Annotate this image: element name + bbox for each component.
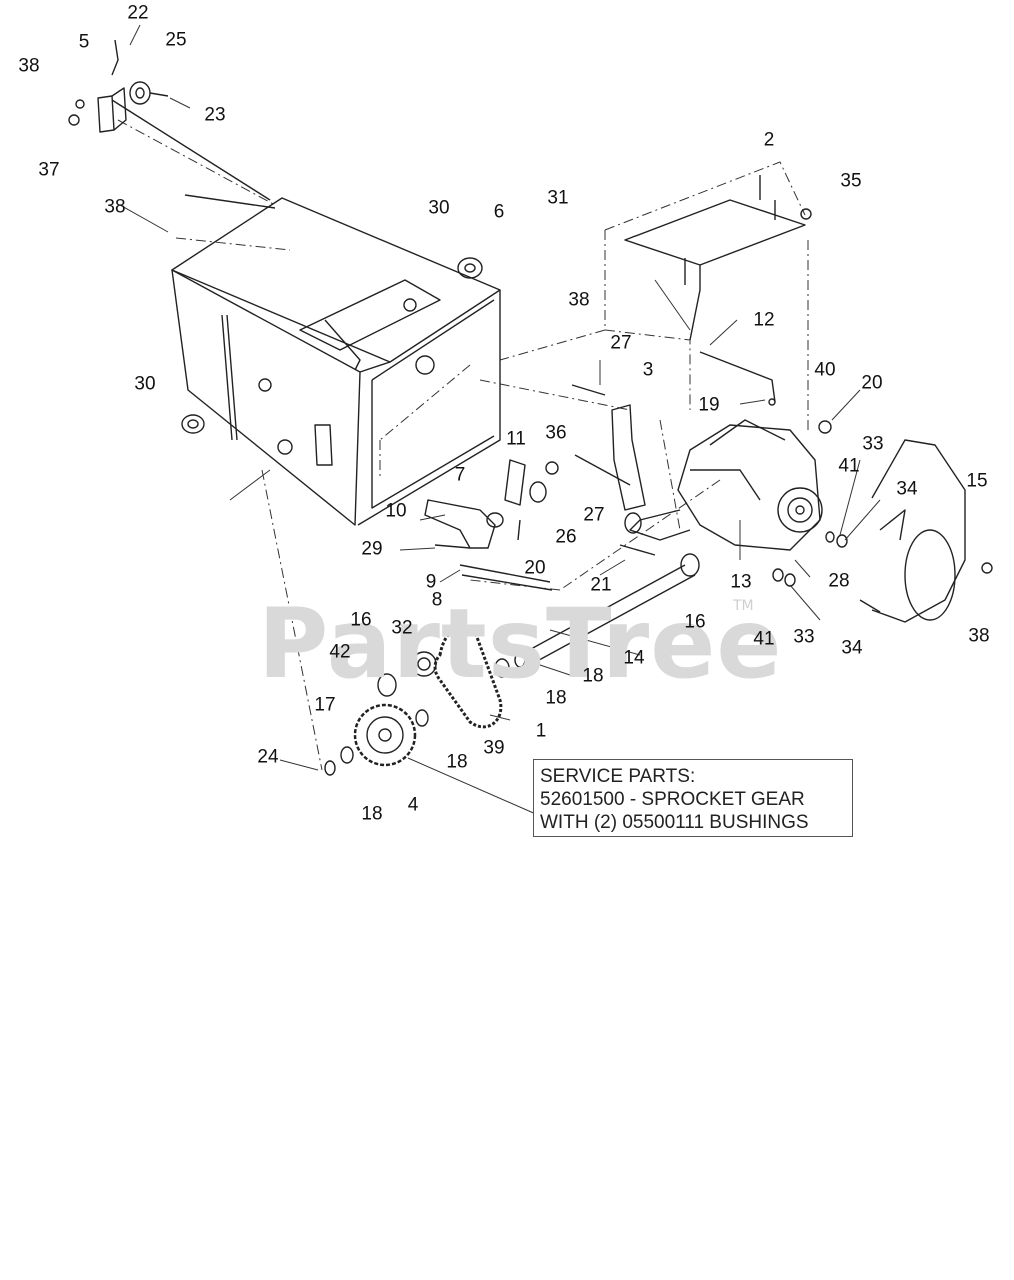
callout-20: 20 bbox=[524, 557, 546, 579]
callout-16: 16 bbox=[350, 609, 372, 631]
callout-34: 34 bbox=[841, 637, 863, 659]
callout-7: 7 bbox=[454, 464, 466, 486]
callout-38: 38 bbox=[104, 196, 126, 218]
callout-15: 15 bbox=[966, 470, 988, 492]
axle-shaft bbox=[494, 553, 700, 678]
mounting-plate bbox=[624, 175, 812, 341]
callout-14: 14 bbox=[623, 647, 645, 669]
main-frame-housing bbox=[171, 197, 501, 526]
callout-41: 41 bbox=[838, 455, 860, 477]
service-parts-note: SERVICE PARTS: 52601500 - SPROCKET GEAR … bbox=[533, 759, 853, 837]
callout-26: 26 bbox=[555, 526, 577, 548]
callout-35: 35 bbox=[840, 170, 862, 192]
callout-17: 17 bbox=[314, 694, 336, 716]
callout-16: 16 bbox=[684, 611, 706, 633]
bracket-3 bbox=[611, 404, 646, 511]
callout-39: 39 bbox=[483, 737, 505, 759]
callout-leaders bbox=[119, 24, 881, 771]
callout-24: 24 bbox=[257, 746, 279, 768]
callout-1: 1 bbox=[535, 720, 547, 742]
callout-40: 40 bbox=[814, 359, 836, 381]
callout-33: 33 bbox=[793, 626, 815, 648]
callout-4: 4 bbox=[407, 794, 419, 816]
callout-21: 21 bbox=[590, 574, 612, 596]
watermark-trademark: TM bbox=[733, 598, 754, 614]
service-note-line-2: 52601500 - SPROCKET GEAR bbox=[540, 789, 805, 810]
assembly-guide-lines bbox=[117, 119, 809, 771]
callout-29: 29 bbox=[361, 538, 383, 560]
callout-2: 2 bbox=[763, 129, 775, 151]
callout-32: 32 bbox=[391, 617, 413, 639]
callout-31: 31 bbox=[547, 187, 569, 209]
upper-cable-bracket bbox=[68, 39, 276, 209]
callout-36: 36 bbox=[545, 422, 567, 444]
callout-3: 3 bbox=[642, 359, 654, 381]
callout-33: 33 bbox=[862, 433, 884, 455]
callout-12: 12 bbox=[753, 309, 775, 331]
callout-41: 41 bbox=[753, 628, 775, 650]
callout-18: 18 bbox=[446, 751, 468, 773]
service-note-leader bbox=[407, 757, 539, 816]
transmission-assembly bbox=[624, 398, 823, 551]
sprockets bbox=[324, 651, 437, 776]
callout-30: 30 bbox=[134, 373, 156, 395]
callout-38: 38 bbox=[968, 625, 990, 647]
drive-chain bbox=[433, 624, 503, 729]
hardware-parts bbox=[504, 384, 848, 587]
service-note-line-3: WITH (2) 05500111 BUSHINGS bbox=[540, 812, 809, 833]
callout-28: 28 bbox=[828, 570, 850, 592]
callout-8: 8 bbox=[431, 589, 443, 611]
callout-5: 5 bbox=[78, 31, 90, 53]
callout-19: 19 bbox=[698, 394, 720, 416]
callout-37: 37 bbox=[38, 159, 60, 181]
callout-13: 13 bbox=[730, 571, 752, 593]
callout-11: 11 bbox=[506, 428, 526, 450]
callout-9: 9 bbox=[425, 571, 437, 593]
callout-42: 42 bbox=[329, 641, 351, 663]
callout-27: 27 bbox=[610, 332, 632, 354]
callout-23: 23 bbox=[204, 104, 226, 126]
pin-12 bbox=[699, 351, 776, 403]
callout-18: 18 bbox=[545, 687, 567, 709]
callout-20: 20 bbox=[861, 372, 883, 394]
callout-18: 18 bbox=[582, 665, 604, 687]
callout-6: 6 bbox=[493, 201, 505, 223]
callout-25: 25 bbox=[165, 29, 187, 51]
callout-22: 22 bbox=[127, 2, 149, 24]
chute-hood bbox=[859, 439, 993, 623]
callout-30: 30 bbox=[428, 197, 450, 219]
callout-10: 10 bbox=[385, 500, 407, 522]
service-note-line-1: SERVICE PARTS: bbox=[540, 766, 696, 787]
callout-38: 38 bbox=[18, 55, 40, 77]
callout-18: 18 bbox=[361, 803, 383, 825]
callout-34: 34 bbox=[896, 478, 918, 500]
callout-38: 38 bbox=[568, 289, 590, 311]
callout-27: 27 bbox=[583, 504, 605, 526]
